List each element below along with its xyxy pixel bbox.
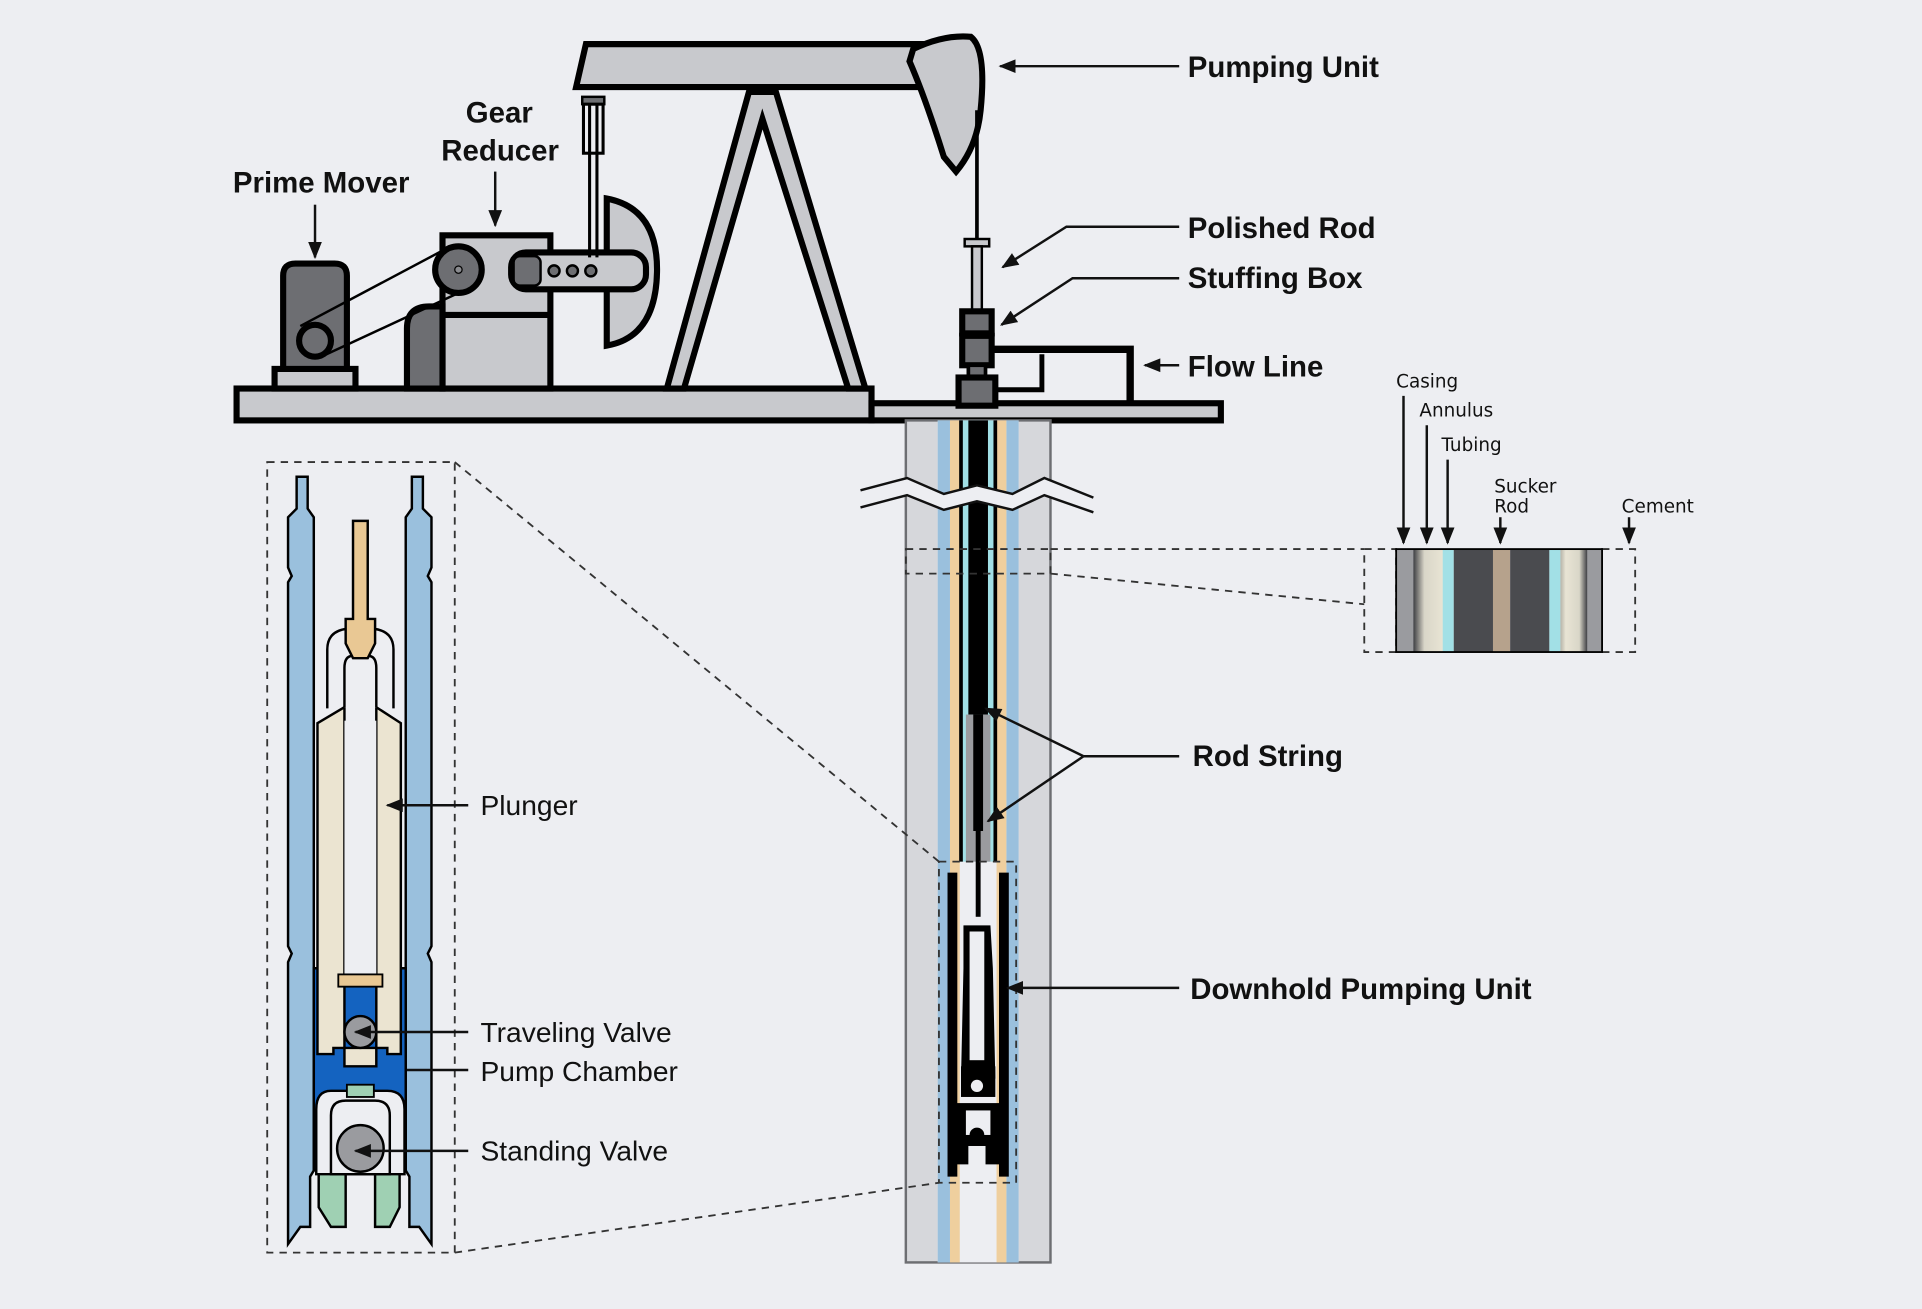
surface-equipment bbox=[233, 33, 1224, 424]
horsehead bbox=[906, 33, 986, 177]
pump-detail: Plunger Traveling Valve Pump Chamber Sta… bbox=[266, 461, 940, 1254]
base-skid bbox=[233, 385, 875, 424]
label-plunger: Plunger bbox=[481, 789, 578, 821]
label-tubing: Tubing bbox=[1441, 435, 1502, 456]
label-standing-valve: Standing Valve bbox=[481, 1135, 669, 1167]
stuffing-box bbox=[955, 308, 999, 409]
flow-line bbox=[991, 345, 1134, 404]
label-sucker-rod-2: Rod bbox=[1494, 496, 1529, 517]
label-polished-rod: Polished Rod bbox=[1188, 212, 1376, 245]
surface-labels: Prime Mover Gear Reducer Pumping Unit Po… bbox=[233, 51, 1532, 1006]
pump-callout-box bbox=[938, 860, 1018, 1184]
label-traveling-valve: Traveling Valve bbox=[481, 1016, 672, 1048]
label-prime-mover: Prime Mover bbox=[233, 166, 410, 199]
label-cement: Cement bbox=[1622, 496, 1694, 517]
label-gear-reducer-1: Gear bbox=[466, 97, 533, 130]
label-flow-line: Flow Line bbox=[1188, 350, 1324, 383]
pump-detail-frame bbox=[266, 461, 456, 1254]
wellhead-platform bbox=[868, 400, 1224, 424]
label-pumping-unit: Pumping Unit bbox=[1188, 51, 1379, 84]
label-pump-chamber: Pump Chamber bbox=[481, 1055, 678, 1087]
cross-section: Casing Annulus Tubing Sucker Rod Cement bbox=[1050, 371, 1694, 653]
label-casing: Casing bbox=[1396, 371, 1458, 392]
downhole-pump-small bbox=[947, 872, 1009, 1177]
barrel-right bbox=[404, 475, 433, 1248]
label-stuffing-box: Stuffing Box bbox=[1188, 262, 1363, 295]
well-bore bbox=[860, 419, 1094, 1264]
label-sucker-rod-1: Sucker bbox=[1494, 477, 1557, 498]
label-downhole-pumping-unit: Downhold Pumping Unit bbox=[1190, 973, 1532, 1006]
label-gear-reducer-2: Reducer bbox=[441, 135, 559, 168]
standing-valve-ball bbox=[335, 1123, 385, 1173]
barrel-left bbox=[286, 475, 316, 1248]
sucker-rod-lower bbox=[973, 714, 984, 831]
crank-counterweight bbox=[508, 194, 661, 350]
label-annulus: Annulus bbox=[1419, 401, 1493, 422]
pitman-arm bbox=[581, 95, 606, 258]
prime-mover bbox=[271, 260, 359, 392]
walking-beam bbox=[572, 33, 986, 177]
samson-post bbox=[662, 88, 870, 392]
sucker-rod-upper bbox=[968, 420, 988, 715]
cross-section-callout-box bbox=[904, 548, 1052, 575]
label-rod-string: Rod String bbox=[1193, 740, 1343, 773]
pull-rod bbox=[344, 519, 377, 660]
